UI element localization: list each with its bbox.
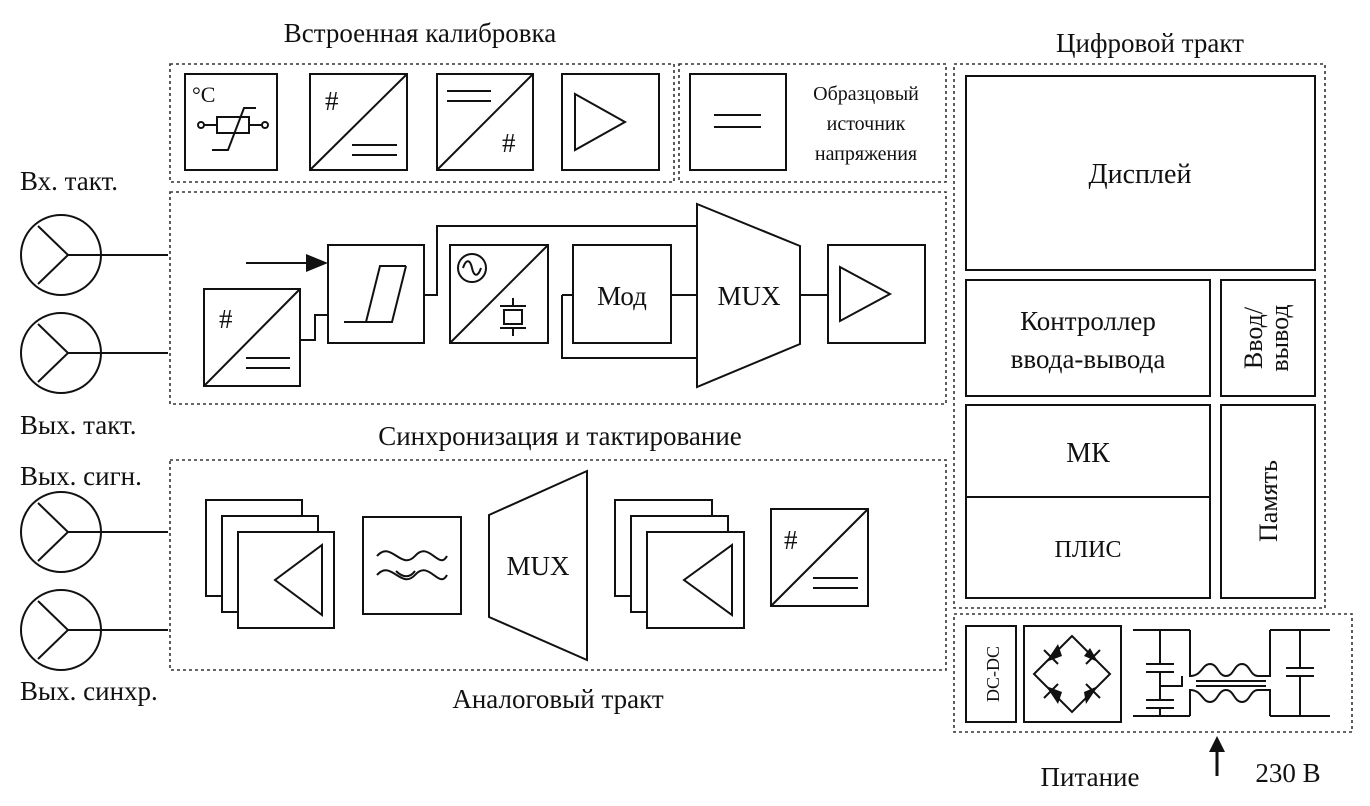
mux-sync-block: MUX [696, 202, 801, 389]
thermistor-icon [197, 107, 269, 151]
svg-text:#: # [219, 304, 233, 334]
calibration-frame [169, 63, 675, 183]
svg-text:MUX: MUX [506, 551, 570, 581]
port-label-clock-in: Вх. такт. [20, 166, 118, 196]
reference-frame [678, 63, 947, 183]
modulator-block: Мод [572, 244, 672, 344]
sine-icon [462, 260, 482, 276]
section-title-analog: Аналоговый тракт [452, 684, 664, 714]
svg-text:ввода-вывода: ввода-вывода [1011, 344, 1166, 374]
amplifier-icon [682, 543, 733, 617]
svg-text:вывод: вывод [1265, 304, 1294, 371]
filter-capacitors-icon [1133, 629, 1190, 717]
mcu-label: МК [1066, 438, 1110, 469]
amplifier-icon [273, 543, 323, 617]
svg-text:Контроллер: Контроллер [1020, 306, 1156, 336]
section-title-power: Питание [1041, 762, 1140, 792]
svg-text:#: # [325, 86, 339, 116]
amplifier-icon [839, 265, 893, 323]
mux-analog-block: MUX [488, 469, 588, 662]
input-arrow-icon [246, 254, 328, 272]
connector-clock-in-icon [20, 214, 168, 296]
fpga-label: ПЛИС [1055, 537, 1122, 563]
power-frame [953, 613, 1353, 733]
diode-bridge-icon [1032, 634, 1112, 714]
svg-text:#: # [502, 128, 516, 158]
sync-frame [169, 191, 947, 405]
comparator-block [327, 244, 425, 344]
io-block: Ввод/ вывод [1220, 279, 1316, 397]
svg-text:DC-DC: DC-DC [983, 646, 1003, 702]
thermistor-block: °C [184, 73, 278, 171]
svg-text:MUX: MUX [717, 281, 781, 311]
port-label-sync-out: Вых. синхр. [20, 676, 158, 706]
mcu-fpga-block: МК ПЛИС [965, 404, 1211, 599]
digital-frame [953, 63, 1326, 609]
reference-label-line1: Образцовый [813, 83, 919, 105]
amplifier-calibration-block [561, 73, 660, 171]
adc-calibration-block: # [436, 73, 534, 171]
filter-block [362, 516, 462, 615]
hysteresis-icon [344, 265, 407, 323]
svg-text:#: # [784, 525, 798, 555]
svg-text:°C: °C [192, 82, 215, 107]
mains-input-arrow-icon [1209, 736, 1225, 776]
amplifier-sync-block [827, 244, 926, 344]
connector-clock-out-icon [20, 312, 168, 394]
amplifier-stack-left [205, 499, 335, 629]
dac-calibration-block: # [309, 73, 408, 171]
amplifier-icon [574, 92, 628, 152]
dcdc-block: DC-DC [965, 625, 1017, 723]
reference-voltage-block [689, 73, 787, 171]
dac-sync-block: # [203, 288, 301, 387]
svg-text:Дисплей: Дисплей [1089, 159, 1192, 190]
svg-text:Ввод/: Ввод/ [1239, 306, 1268, 369]
reference-label-line3: напряжения [815, 143, 917, 165]
section-title-calibration: Встроенная калибровка [284, 18, 557, 48]
reference-label-line2: источник [827, 113, 906, 135]
rectifier-bridge-block [1023, 625, 1122, 723]
memory-block: Память [1220, 404, 1316, 599]
sync-wiring [300, 225, 828, 359]
section-title-digital: Цифровой тракт [1056, 28, 1244, 58]
transformer-icon [1189, 629, 1330, 717]
svg-text:Мод: Мод [597, 281, 647, 311]
connector-signal-out-icon [20, 491, 168, 573]
filter-icon [376, 550, 448, 581]
port-label-clock-out: Вых. такт. [20, 410, 137, 440]
connector-sync-out-icon [20, 589, 168, 671]
amplifier-stack-right [614, 499, 745, 629]
oscillator-block [449, 244, 549, 344]
section-title-sync: Синхронизация и тактирование [378, 421, 742, 451]
svg-text:Память: Память [1254, 460, 1283, 542]
analog-frame [169, 459, 947, 671]
io-controller-block: Контроллер ввода-вывода [965, 279, 1211, 397]
adc-analog-block: # [770, 508, 869, 607]
port-label-signal-out: Вых. сигн. [20, 461, 142, 491]
crystal-icon [500, 298, 526, 336]
mains-voltage-label: 230 В [1255, 758, 1320, 788]
display-block: Дисплей [965, 75, 1316, 271]
